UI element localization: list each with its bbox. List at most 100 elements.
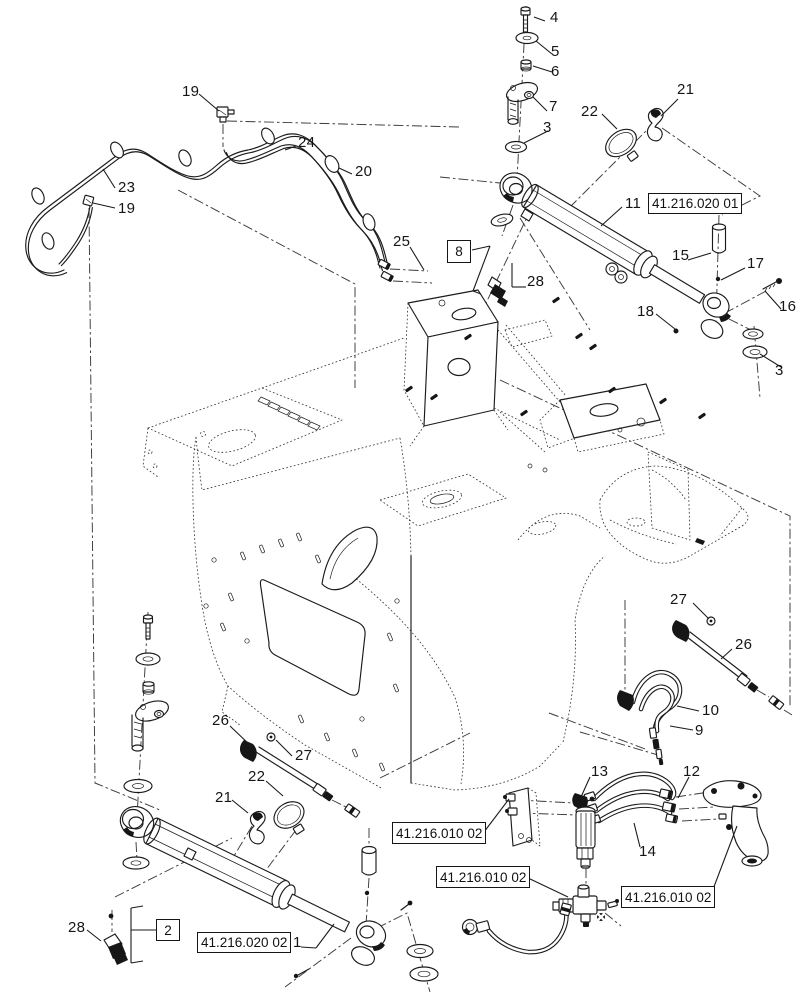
bolt-icon — [142, 614, 154, 640]
callout-22-26: 22 — [248, 768, 266, 785]
tube-clip-icon — [31, 127, 376, 250]
callout-16-17: 16 — [779, 298, 797, 315]
callout-27-25: 27 — [295, 747, 313, 764]
callout-3-leader — [759, 353, 782, 368]
washer-under-eye — [490, 213, 514, 227]
steering-cylinder-right — [490, 172, 731, 339]
steering-cylinder-left — [119, 806, 387, 966]
check-valve — [552, 884, 619, 927]
callout-28-31: 28 — [68, 919, 86, 936]
callout-20-9: 20 — [355, 163, 373, 180]
callout-22-leader — [601, 113, 618, 130]
ref-box-2-3[interactable]: 2 — [156, 919, 180, 941]
rod-bushing — [605, 262, 628, 284]
callout-19-7: 19 — [182, 83, 200, 100]
frame-mounting-pins — [405, 296, 706, 473]
callout-25-leader — [409, 246, 425, 271]
callout-3-leader — [523, 130, 549, 144]
callout-11-leader — [600, 206, 623, 227]
frame-assembly — [142, 289, 749, 791]
callout-24-leader — [284, 145, 297, 151]
callout-4-0: 4 — [550, 9, 559, 26]
ref-box-41-216-010-02-4[interactable]: 41.216.010 02 — [392, 822, 487, 844]
ref-box-leader — [711, 825, 738, 893]
callout-27-leader — [692, 602, 710, 620]
callout-21-leader — [660, 98, 679, 117]
callout-17-leader — [720, 267, 746, 281]
ref-box-8-2[interactable]: 8 — [447, 240, 471, 263]
hose-clamp-22-top — [605, 128, 639, 162]
washer-under-eye — [122, 856, 150, 870]
callout-25-12: 25 — [393, 233, 411, 250]
ref-box-leader — [130, 960, 144, 964]
lock-nut-icon — [142, 681, 155, 695]
pin-15-top — [711, 223, 727, 254]
callout-14-30: 14 — [639, 843, 657, 860]
callout-13-28: 13 — [591, 763, 609, 780]
pivot-pin-7-icon — [505, 81, 539, 125]
callout-26-21: 26 — [735, 636, 753, 653]
grease-hose-26-right — [672, 616, 785, 710]
clamp-bracket — [503, 787, 541, 847]
callout-21-leader — [231, 799, 249, 814]
ref-box-leader — [472, 290, 482, 295]
grease-hose-26-left — [239, 732, 361, 818]
hose-clamp-22-bottom — [273, 801, 305, 835]
callout-27-20: 27 — [670, 591, 688, 608]
callout-4-leader — [533, 16, 546, 22]
washers-bottom-center — [406, 943, 439, 982]
callout-26-24: 26 — [212, 712, 230, 729]
callout-22-5: 22 — [581, 103, 599, 120]
ref-box-leader — [130, 905, 144, 909]
callout-27-leader — [275, 739, 293, 757]
ref-box-41-216-020-01-0[interactable]: 41.216.020 01 — [648, 193, 743, 214]
callout-21-6: 21 — [677, 81, 695, 98]
ref-box-leader — [483, 798, 510, 833]
bolt-16-icon — [762, 278, 782, 292]
steering-valve-unit — [702, 780, 769, 867]
nut-6-icon — [520, 59, 532, 72]
callout-23-10: 23 — [118, 179, 136, 196]
ref-box-leader — [471, 245, 491, 251]
ref-box-leader — [472, 245, 491, 292]
callout-14-leader — [633, 822, 641, 848]
callout-19-leader — [92, 202, 116, 209]
hose-pair-9-10 — [617, 670, 683, 766]
grease-fitting-17 — [715, 276, 721, 282]
callout-12-29: 12 — [683, 763, 701, 780]
callout-1-32: 1 — [293, 934, 302, 951]
ref-box-leader — [527, 877, 569, 898]
elbow-fitting-28-bottom — [103, 913, 128, 965]
callout-24-8: 24 — [298, 134, 316, 151]
plug-18 — [673, 328, 679, 334]
callout-15-leader — [687, 252, 712, 261]
callout-18-18: 18 — [637, 303, 655, 320]
callout-5-leader — [535, 40, 553, 55]
callout-3-19: 3 — [775, 362, 784, 379]
retainer-clip-21-top — [646, 107, 664, 142]
callout-28-13: 28 — [527, 273, 545, 290]
bolt-near-clevis — [293, 968, 310, 979]
callout-19-11: 19 — [118, 200, 136, 217]
callout-1-leader — [315, 923, 335, 949]
callout-16-leader — [764, 290, 782, 310]
callout-3-4: 3 — [543, 119, 552, 136]
callout-26-leader — [720, 648, 733, 660]
inline-filter-13 — [572, 793, 596, 870]
washer-3-top-icon — [504, 140, 528, 154]
bolt-4-icon — [520, 6, 531, 33]
ref-box-41-216-020-02-1[interactable]: 41.216.020 02 — [197, 932, 292, 953]
washer-icon — [135, 652, 161, 666]
seal-ring-27-left — [266, 732, 276, 742]
callout-6-leader — [532, 65, 553, 73]
sealing-ring-20 — [324, 155, 340, 173]
hardware-stack-bottom — [123, 614, 169, 794]
callout-15-15: 15 — [672, 247, 690, 264]
callout-17-16: 17 — [747, 255, 765, 272]
hose-group-bottom-right — [400, 771, 769, 955]
cylinder-port-nub — [183, 847, 197, 861]
ref-box-41-216-010-02-6[interactable]: 41.216.010 02 — [621, 886, 716, 908]
ref-box-41-216-010-02-5[interactable]: 41.216.010 02 — [436, 866, 531, 888]
